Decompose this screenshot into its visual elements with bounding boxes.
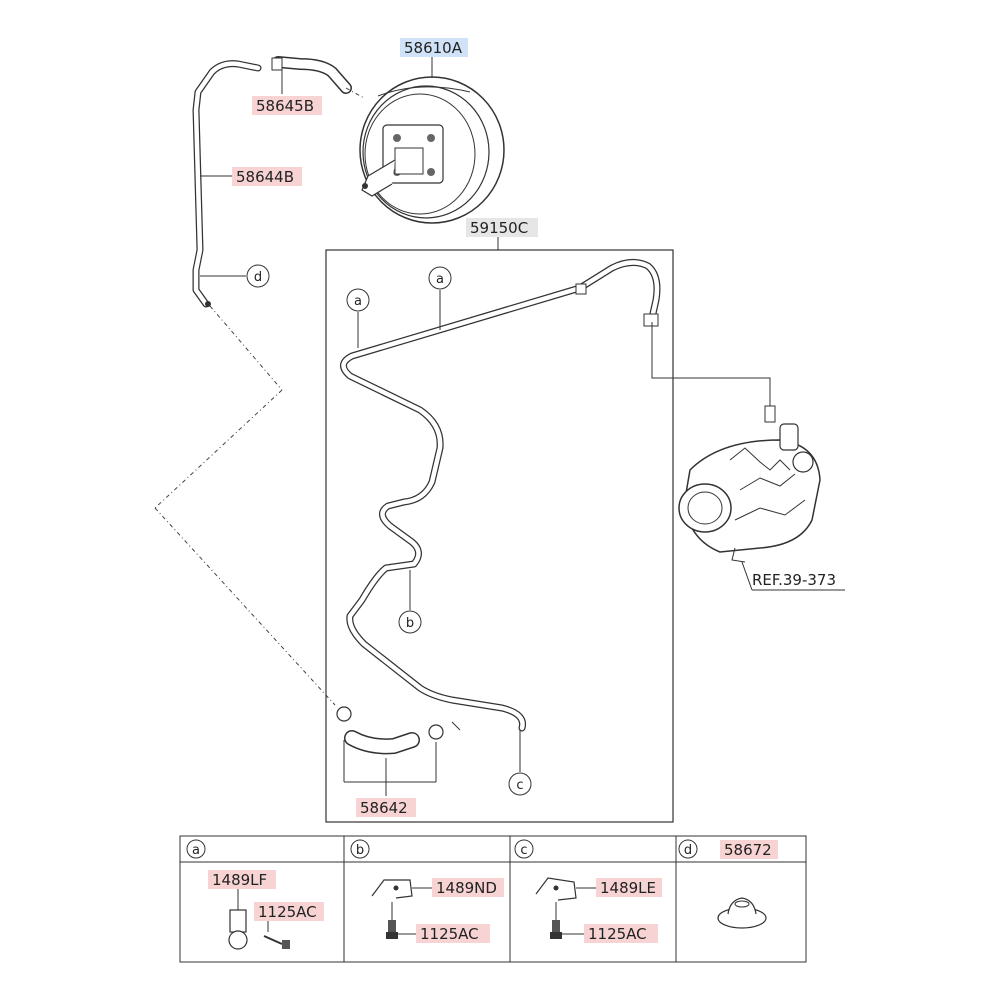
label-58642: 58642 [356, 798, 416, 817]
part-number-59150C: 59150C [470, 219, 528, 237]
detail-c-part1: 1489LE [600, 879, 656, 897]
detail-b-part2: 1125AC [420, 925, 479, 943]
part-number-58645B: 58645B [256, 97, 314, 115]
connection-path [154, 305, 336, 706]
label-58645B-bg [252, 96, 322, 115]
assembly-frame [325, 249, 674, 823]
detail-b-letter: b [356, 843, 364, 858]
vacuum-pipe-main [340, 259, 661, 732]
detail-b-part1-bg [432, 878, 504, 897]
detail-d-part1-bg [720, 840, 778, 859]
detail-a-part1-bg [208, 870, 276, 889]
label-58645B: 58645B [252, 96, 322, 115]
bolt-icon [386, 902, 416, 939]
detail-table [179, 835, 807, 963]
svg-text:a: a [354, 294, 362, 309]
detail-a-part1: 1489LF [212, 871, 267, 889]
clamp-icon [228, 889, 248, 950]
callout-b: b [398, 610, 422, 634]
svg-text:c: c [516, 778, 523, 793]
bolt-icon [550, 902, 584, 939]
grommet-icon [717, 897, 767, 929]
detail-a-part2: 1125AC [258, 903, 317, 921]
callout-c: c [508, 772, 532, 796]
detail-d-letter: d [684, 843, 692, 858]
detail-d: d 58672 [678, 839, 778, 929]
vacuum-pump [651, 322, 845, 591]
label-58642-bg [356, 798, 416, 817]
detail-a-letter: a [192, 843, 200, 858]
detail-c-part1-bg [596, 878, 662, 897]
detail-c: c 1489LE 1125AC [514, 839, 662, 943]
svg-text:d: d [254, 270, 262, 285]
svg-text:a: a [436, 272, 444, 287]
label-58610A-bg [400, 38, 468, 57]
vacuum-hose-top [271, 56, 365, 99]
callout-a-left: a [346, 288, 370, 312]
detail-a-part2-bg [254, 902, 324, 921]
label-58644B-bg [232, 167, 302, 186]
detail-c-letter: c [520, 843, 527, 858]
vacuum-hose-bottom [336, 706, 444, 796]
label-58644B: 58644B [232, 167, 302, 186]
bracket-icon [371, 879, 432, 899]
bolt-icon [263, 921, 290, 949]
part-number-58642: 58642 [360, 799, 408, 817]
svg-text:b: b [406, 616, 414, 631]
label-58610A: 58610A [400, 38, 468, 57]
detail-d-part1: 58672 [724, 841, 772, 859]
part-number-58644B: 58644B [236, 168, 294, 186]
brake-booster [359, 76, 505, 224]
reference-label: REF.39-373 [752, 571, 836, 589]
vacuum-pipe-left [192, 60, 262, 308]
detail-b-part1: 1489ND [436, 879, 497, 897]
bracket-icon [535, 877, 596, 901]
label-59150C: 59150C [466, 218, 538, 237]
callout-d-top: d [246, 264, 270, 288]
leader-lines [200, 55, 521, 772]
label-59150C-bg [466, 218, 538, 237]
detail-c-part2: 1125AC [588, 925, 647, 943]
detail-c-part2-bg [584, 924, 658, 943]
part-number-58610A: 58610A [404, 39, 463, 57]
detail-b-part2-bg [416, 924, 490, 943]
callout-a-top: a [428, 266, 452, 290]
detail-a: a 1489LF 1125AC [186, 839, 324, 950]
detail-b: b 1489ND 1125AC [350, 839, 504, 943]
